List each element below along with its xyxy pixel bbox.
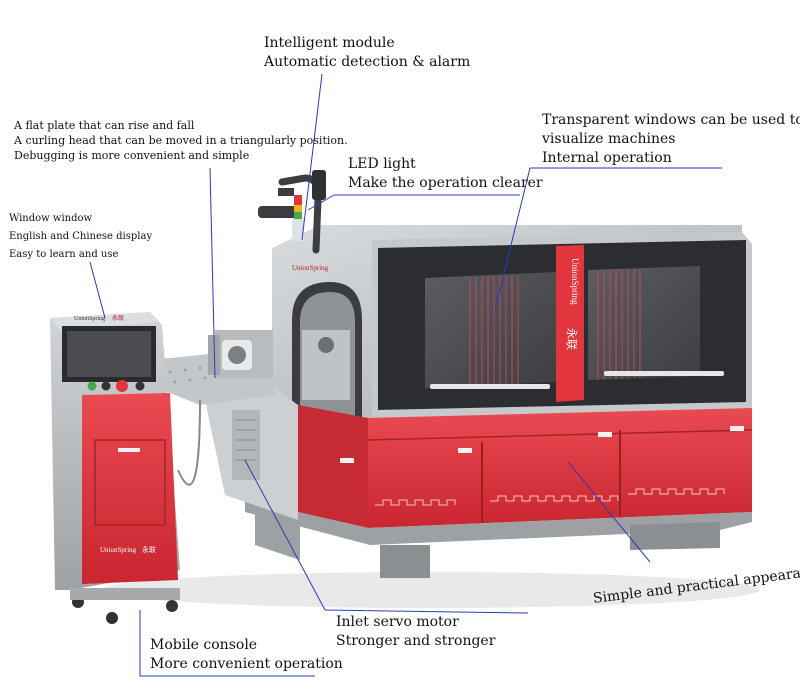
callout-intelligent-module: Intelligent module Automatic detection &… — [264, 34, 470, 72]
callout-line-1: Intelligent module — [264, 35, 395, 51]
callout-line-1: Mobile console — [150, 637, 258, 653]
callout-line-1: A flat plate that can rise and fall — [14, 119, 195, 132]
console-brand: UnionSpring — [74, 316, 105, 322]
callout-windows: Transparent windows can be used to visua… — [542, 111, 800, 168]
left-window — [425, 272, 556, 388]
console-button-emergency — [116, 380, 128, 392]
callout-line-2: Make the operation clearer — [348, 174, 543, 191]
right-window-handle — [604, 371, 724, 376]
callout-line-3: Internal operation — [542, 149, 672, 166]
callout-lines — [89, 73, 722, 677]
callout-window-display: Window window English and Chinese displa… — [9, 210, 152, 264]
callout-line-2: Automatic detection & alarm — [264, 53, 471, 70]
callout-line-2: Stronger and stronger — [336, 632, 496, 649]
console-button-green — [87, 381, 97, 391]
console-wheel — [106, 612, 118, 624]
floor-shadow — [100, 572, 760, 608]
callout-servo-motor: Inlet servo motor Stronger and stronger — [336, 613, 495, 651]
brand-strip — [556, 245, 584, 402]
callout-line-2: A curling head that can be moved in a tr… — [14, 133, 348, 147]
callout-mobile-console: Mobile console More convenient operation — [150, 636, 343, 674]
console-brand-cn: 永联 — [112, 314, 124, 322]
cabinet-brand: UnionSpring — [100, 546, 137, 554]
machine-body: UnionSpring 永联 UnionSpring — [150, 225, 753, 578]
callout-led-light: LED light Make the operation clearer — [348, 155, 543, 193]
strip-brand-text: UnionSpring — [570, 258, 580, 305]
left-window-handle — [430, 384, 550, 389]
led-light-post — [258, 170, 326, 254]
callout-line-3: Debugging is more convenient and simple — [14, 148, 250, 162]
callout-line-2: English and Chinese display — [9, 231, 153, 242]
callout-line-3: Easy to learn and use — [9, 249, 119, 260]
strip-brand-cn: 永联 — [565, 328, 579, 350]
callout-line-1: LED light — [348, 156, 416, 172]
console-button-dark — [101, 381, 111, 391]
callout-line-1: Window window — [9, 213, 93, 224]
console-wheel — [166, 600, 178, 612]
cabinet-brand-cn: 永联 — [142, 545, 156, 554]
right-window — [588, 266, 700, 380]
callout-line-1: Inlet servo motor — [336, 614, 459, 630]
side-brand: UnionSpring — [292, 264, 329, 272]
callout-flat-plate: A flat plate that can rise and fall A cu… — [14, 119, 348, 164]
callout-line-2: visualize machines — [542, 130, 676, 147]
callout-line-2: More convenient operation — [150, 655, 343, 672]
mobile-console: UnionSpring 永联 UnionSpring 永联 — [50, 312, 201, 624]
callout-line-1: Transparent windows can be used to — [542, 112, 800, 128]
